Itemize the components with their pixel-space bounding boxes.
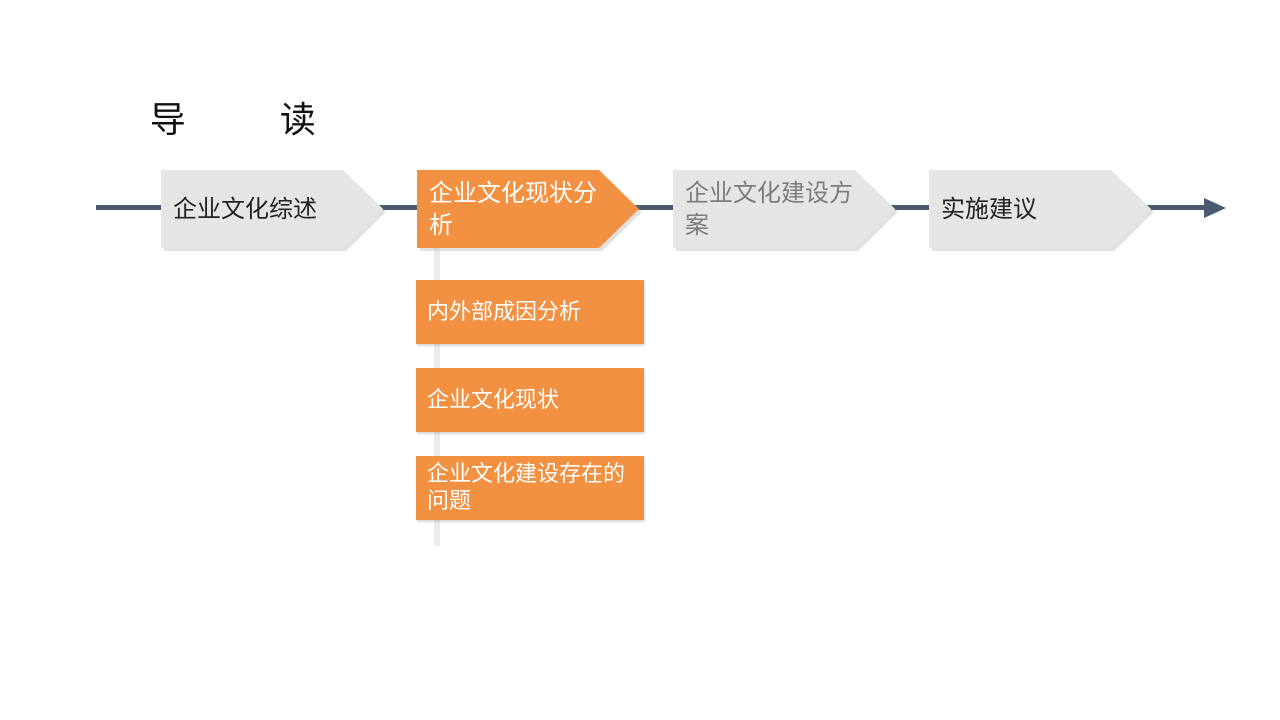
page-title: 导读 <box>104 50 316 184</box>
timeline-arrow-icon <box>1204 198 1226 218</box>
substep-label: 企业文化现状 <box>427 387 560 413</box>
step-label: 实施建议 <box>941 195 1037 223</box>
substep-causes[interactable]: 内外部成因分析 <box>416 280 644 344</box>
substep-status[interactable]: 企业文化现状 <box>416 368 644 432</box>
timeline-line <box>96 205 1206 210</box>
step-current-analysis[interactable]: 企业文化现状分析 <box>417 170 639 248</box>
step-overview[interactable]: 企业文化综述 <box>161 170 383 248</box>
substep-label: 企业文化建设存在的问题 <box>427 462 626 514</box>
step-label: 企业文化综述 <box>173 195 317 223</box>
substep-label: 内外部成因分析 <box>427 299 582 325</box>
step-construction-plan[interactable]: 企业文化建设方案 <box>673 170 895 248</box>
substep-problems[interactable]: 企业文化建设存在的问题 <box>416 456 644 520</box>
step-label: 企业文化现状分析 <box>429 179 597 239</box>
step-label: 企业文化建设方案 <box>685 179 853 239</box>
title-char-2: 读 <box>279 100 316 141</box>
title-char-1: 导 <box>149 100 186 141</box>
step-implementation[interactable]: 实施建议 <box>929 170 1151 248</box>
